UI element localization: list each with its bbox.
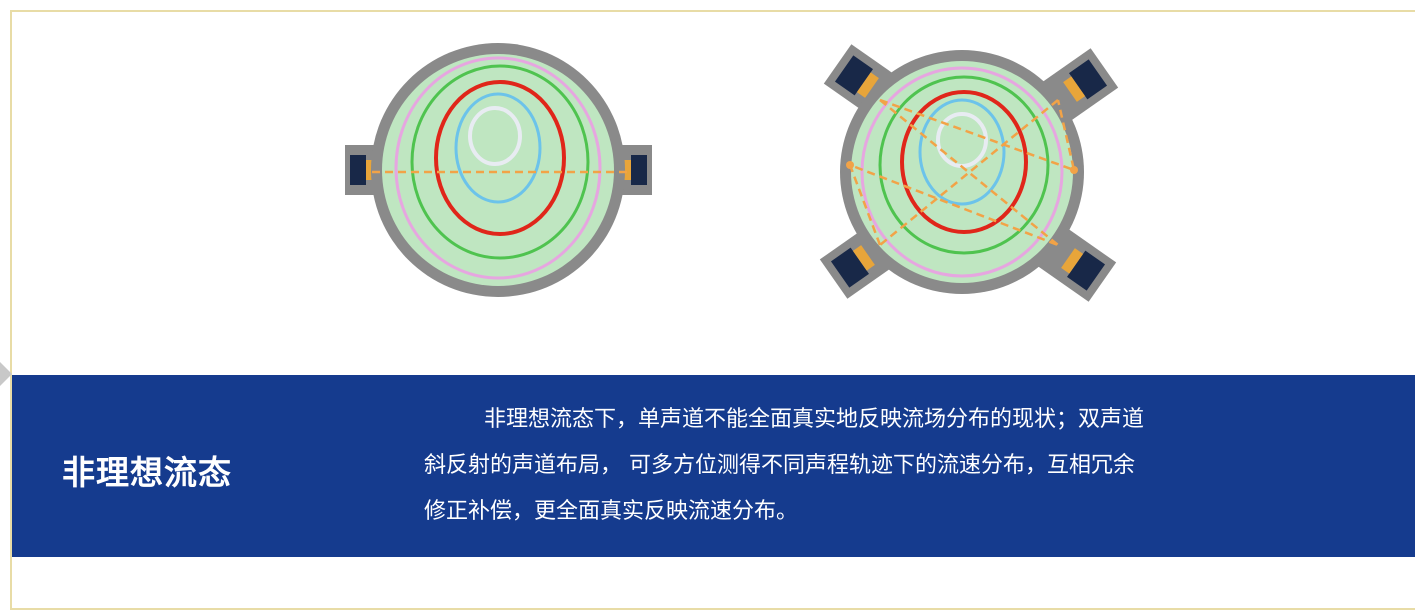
upper-right-transducer (1069, 59, 1108, 100)
contour-cyan (918, 98, 1006, 206)
contour-red (434, 80, 566, 236)
contour-outer (394, 56, 602, 280)
lower-left-transducer (830, 247, 869, 288)
description-band: 非理想流态 非理想流态下，单声道不能全面真实地反映流场分布的现状；双声道 斜反射… (12, 375, 1415, 557)
lower-right-transducer-crystal (1061, 248, 1084, 274)
contour-green (878, 75, 1050, 255)
left-arrow-marker (0, 362, 12, 386)
right-transducer-crystal (621, 160, 631, 180)
dual-channel-pipe (819, 44, 1119, 302)
left-transducer (350, 155, 366, 185)
contour-cyan (454, 92, 542, 204)
upper-left-transducer-crystal (856, 72, 879, 98)
description-line-3: 修正补偿，更全面真实反映流速分布。 (424, 499, 799, 524)
description-text: 非理想流态下，单声道不能全面真实地反映流场分布的现状；双声道 斜反射的声道布局，… (424, 397, 1314, 535)
description-line-1: 非理想流态下，单声道不能全面真实地反映流场分布的现状；双声道 (484, 407, 1145, 432)
flow-diagram (345, 43, 1119, 302)
upper-right-transducer-crystal (1063, 76, 1086, 102)
reflection-point-left (846, 161, 854, 169)
pipe-interior (382, 54, 614, 286)
pipe-interior (851, 61, 1073, 283)
reflection-point-right (1070, 166, 1078, 174)
contour-red (900, 90, 1028, 234)
single-channel-pipe (345, 43, 652, 297)
lower-left-transducer-crystal (852, 245, 875, 271)
lower-right-transducer (1067, 250, 1106, 291)
upper-left-transducer (834, 55, 873, 96)
acoustic-path-upper (879, 98, 1076, 172)
contour-core (468, 106, 522, 166)
description-line-2: 斜反射的声道布局， 可多方位测得不同声程轨迹下的流速分布，互相冗余 (424, 453, 1135, 478)
contour-outer (860, 66, 1064, 278)
right-transducer (631, 155, 647, 185)
section-title: 非理想流态 (62, 453, 232, 492)
contour-green (410, 64, 590, 260)
